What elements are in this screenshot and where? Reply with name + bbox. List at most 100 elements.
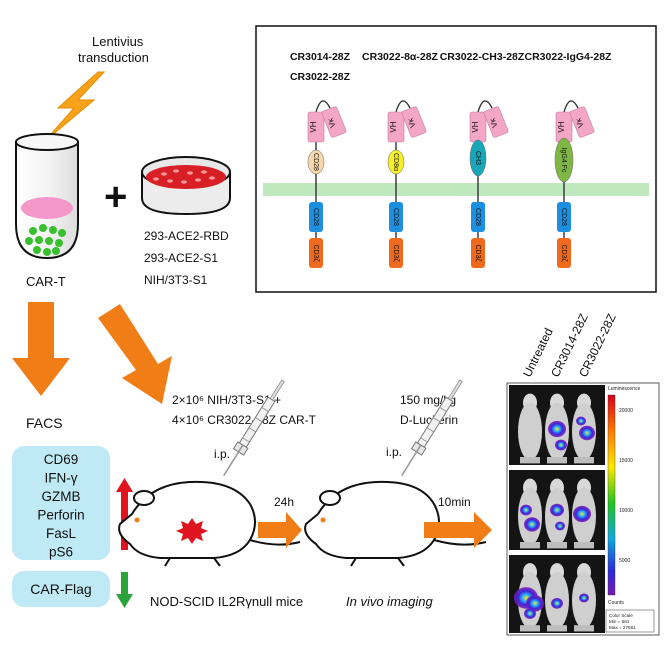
vk-label: Vκ (573, 116, 585, 129)
arrow-down-facs (12, 302, 70, 396)
up-marker-1: CD69 (44, 452, 79, 467)
hinge-domain (469, 139, 487, 177)
up-markers-box (12, 446, 110, 560)
dish-icon (141, 156, 231, 216)
imaged-mouse (545, 393, 569, 464)
bioluminescence-signal (548, 420, 566, 438)
tm-domain (309, 202, 323, 232)
vh-label: VH (471, 121, 480, 132)
imaging-row-2 (509, 470, 605, 550)
mouse-1 (118, 480, 301, 567)
imaged-mouse (518, 478, 542, 549)
cd3z-label: CD3ζ (312, 244, 319, 261)
vh-label: VH (389, 121, 398, 132)
construct-title: CR3022-IgG4-28Z (525, 51, 613, 63)
arrow-24h (258, 512, 302, 548)
tm-domain (389, 202, 403, 232)
vk-label: Vκ (487, 116, 499, 129)
cd3z-label: CD3ζ (474, 244, 481, 261)
injection-line1: 2×10⁶ NIH/3T3-S1 + (172, 393, 281, 407)
colorbar-tick-4: 5000 (619, 558, 630, 564)
up-marker-3: GZMB (42, 489, 81, 504)
cd3z-label: CD3ζ (560, 244, 567, 261)
imaging-label: In vivo imaging (346, 594, 433, 609)
bioluminescence-signal (526, 595, 544, 612)
transduction-line2: transduction (78, 50, 149, 65)
construct-title: CR3022-8α-28Z (362, 51, 438, 63)
tm-domain (471, 202, 485, 232)
imaging-row-1 (509, 385, 605, 465)
hinge-domain (307, 149, 325, 175)
construct-title-2: CR3022-28Z (290, 71, 351, 83)
bioluminescence-signal (550, 503, 564, 517)
vk-label: Vκ (405, 116, 417, 129)
cd3z-label: CD3ζ (392, 244, 399, 261)
injection-line2: 4×10⁶ CR3022-28Z CAR-T (172, 413, 317, 427)
up-marker-2: IFN-γ (45, 471, 78, 486)
construct-title: CR3022-CH3-28Z (440, 51, 525, 63)
vk-domain (483, 106, 509, 138)
time-24h: 24h (274, 495, 294, 509)
construct-title: CR3014-28Z (290, 51, 351, 63)
cell-membrane (263, 183, 649, 196)
bioluminescence-signal (555, 521, 565, 531)
hinge-label: CD8α (392, 153, 399, 171)
imaged-mouse (518, 393, 542, 464)
vk-domain (321, 106, 347, 138)
colorbar (607, 394, 616, 596)
transduction-line1: Lentivius (92, 34, 144, 49)
imaged-mouse (514, 563, 544, 632)
arrow-diagonal-mouse (98, 304, 172, 404)
color-scale-max: Max = 27561 (609, 625, 636, 630)
color-scale-min: Min = 681 (609, 619, 630, 624)
vh-domain (387, 111, 405, 143)
up-marker-4: Perforin (37, 508, 84, 523)
bioluminescence-signal (520, 504, 532, 516)
bioluminescence-signal (555, 439, 567, 451)
bioluminescence-signal (579, 425, 595, 441)
cd3z-domain (471, 238, 485, 268)
imaging-rows (509, 385, 605, 633)
bioluminescence-signal (576, 416, 586, 426)
injection-route-2: i.p. (386, 445, 402, 459)
colorbar-unit: Counts (608, 600, 624, 606)
dish-label-2: 293-ACE2-S1 (144, 251, 218, 265)
vk-domain (569, 106, 595, 138)
colorbar-title: Luminescence (608, 386, 640, 392)
down-marker-box (12, 571, 110, 607)
cd3z-domain (389, 238, 403, 268)
bioluminescence-signal (551, 597, 563, 609)
up-marker-6: pS6 (49, 545, 73, 560)
vh-label: VH (557, 121, 566, 132)
tm-label: CD28 (392, 208, 399, 226)
hinge-label: CH3 (474, 151, 481, 165)
mouse1-label-text: NOD-SCID IL2Rγnull mice (150, 594, 303, 609)
colorbar-tick-1: 20000 (619, 408, 633, 414)
arrow-10min (424, 512, 492, 548)
imaged-mouse (572, 563, 596, 632)
color-scale-box (605, 609, 655, 633)
up-marker-5: FasL (46, 526, 77, 541)
tm-domain (557, 202, 571, 232)
vk-domain (401, 106, 427, 138)
imaged-mouse (545, 563, 569, 632)
down-marker: CAR-Flag (30, 581, 91, 597)
color-scale-title: Color Scale (609, 613, 633, 618)
tm-label: CD28 (312, 208, 319, 226)
imaged-mouse (572, 478, 596, 549)
colorbar-tick-2: 15000 (619, 458, 633, 464)
mouse-2 (304, 480, 487, 567)
hinge-domain (554, 137, 574, 183)
facs-title: FACS (26, 415, 63, 431)
vh-label: VH (309, 121, 318, 132)
bioluminescence-signal (579, 593, 589, 603)
hinge-label: IgG4 Fc (560, 148, 567, 173)
cd3z-domain (309, 238, 323, 268)
arrow-down-icon (116, 572, 133, 608)
vh-domain (307, 111, 325, 143)
